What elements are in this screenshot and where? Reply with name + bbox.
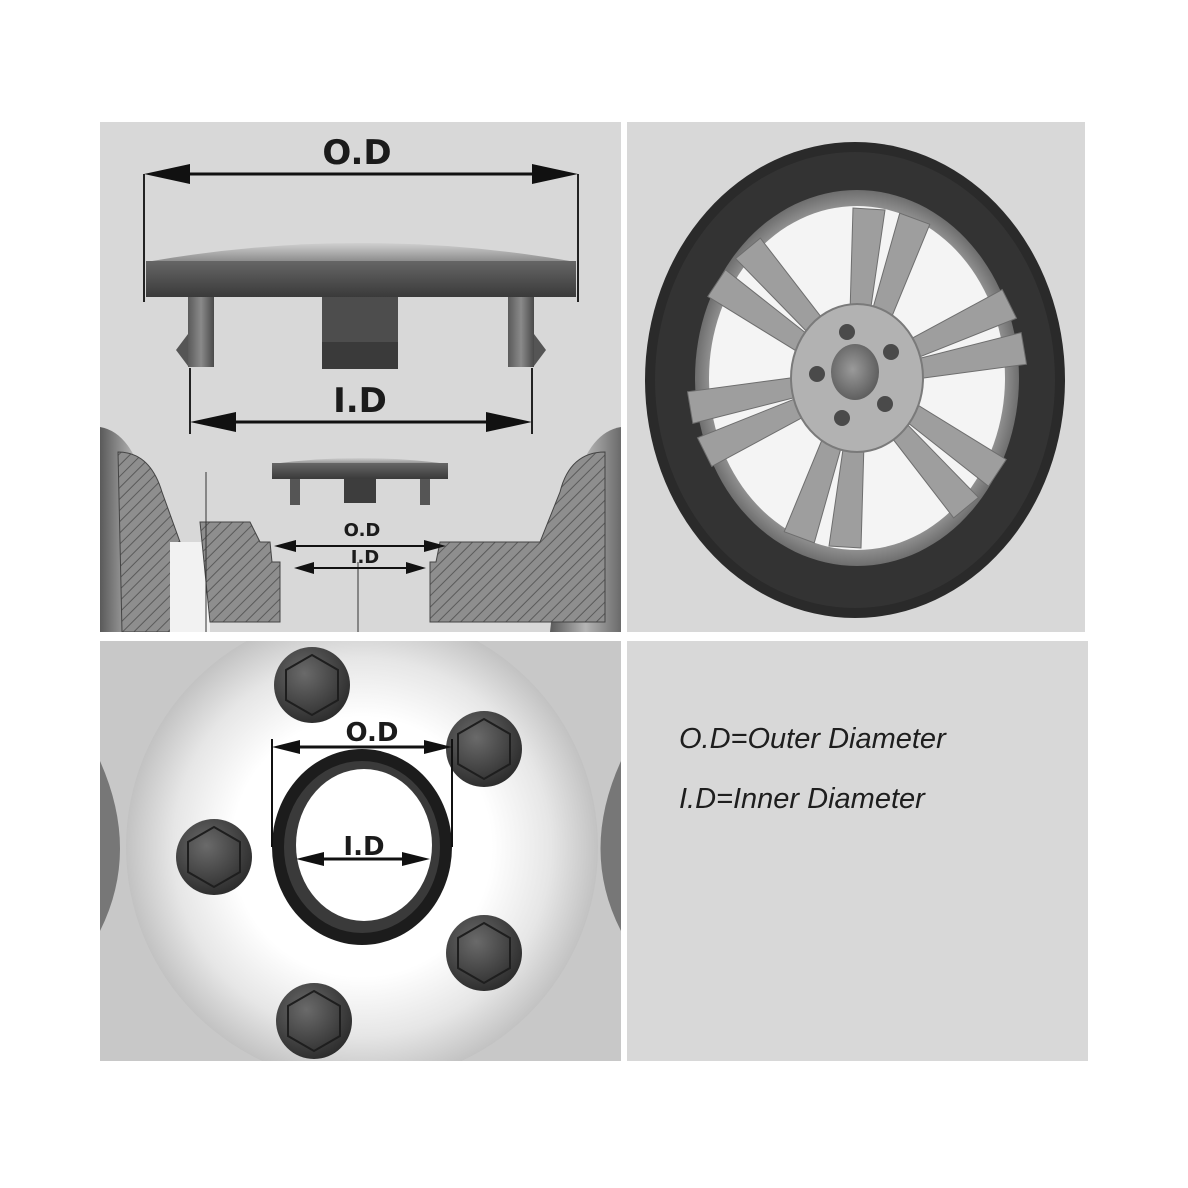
hub-ring-panel: O.D I.D [100,641,621,1061]
cap-dimension-diagram: O.D I.D O.D [100,133,621,632]
small-cap-rim [272,463,448,479]
id-arrow-left [190,412,236,432]
small-id-arrow-right [406,562,426,574]
cap-clip-right-barb [534,334,546,366]
small-od-label: O.D [344,520,381,541]
cap-rim [146,261,576,297]
od-definition: O.D=Outer Diameter [679,723,946,755]
cap-dome [146,243,576,262]
od-arrow-left [144,164,190,184]
rim-edge-right [600,761,621,931]
ring-id-label: I.D [343,832,384,862]
lug-nut-group [176,647,522,1059]
wheel-illustration [645,142,1065,618]
small-od-arrow-right [424,540,446,552]
od-label: O.D [322,133,391,173]
wheel-illustration-panel [627,122,1085,632]
cap-clip-left [188,297,214,367]
section-hub-left [199,521,281,623]
id-arrow-right [486,412,532,432]
ring-id-arrow-right [402,852,430,866]
small-id-arrow-left [294,562,314,574]
lug-nuts [809,324,899,426]
cap-clip-right [508,297,534,367]
small-cap-clip-right [420,479,430,505]
ring-od-label: O.D [346,718,399,748]
ring-id-arrow-left [296,852,324,866]
id-label: I.D [333,381,387,421]
legend-panel: O.D=Outer Diameter I.D=Inner Diameter [627,641,1088,1061]
cap-dimension-panel: O.D I.D O.D [100,122,621,632]
small-cap-dome [272,458,448,464]
rim-edge-left [100,761,120,931]
ring-od-arrow-right [424,740,452,754]
small-cap-clip-left [290,479,300,505]
od-arrow-right [532,164,578,184]
cap-center-post-base [322,342,398,369]
small-od-arrow-left [274,540,296,552]
small-id-label: I.D [351,547,379,568]
small-cap-post [344,479,376,503]
hub-ring-diagram: O.D I.D [100,641,621,1061]
ring-od-arrow-left [272,740,300,754]
id-definition: I.D=Inner Diameter [679,783,925,815]
center-bore [831,344,879,400]
hub-ring-bore [296,769,432,921]
cap-clip-left-barb [176,334,188,366]
section-hatch-right [429,451,606,623]
